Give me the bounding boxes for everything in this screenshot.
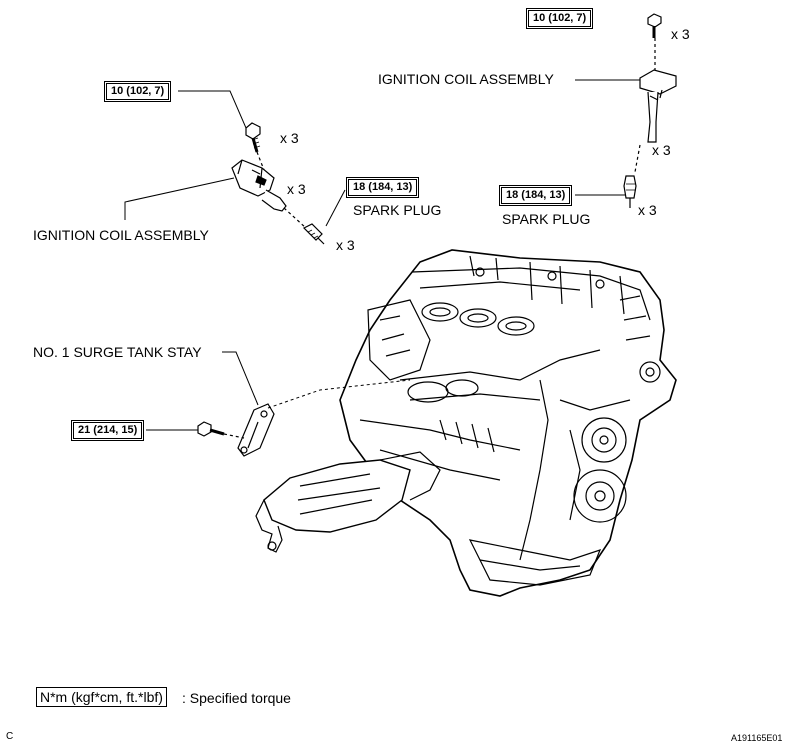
right-bolt-quantity: x 3: [671, 26, 690, 42]
left-coil-group: [124, 90, 346, 245]
left-bolt-quantity: x 3: [280, 130, 299, 146]
right-coil-group: [575, 13, 677, 208]
left-ignition-coil-icon: [231, 159, 287, 212]
stay-bolt-torque-spec: 21 (214, 15): [70, 420, 145, 441]
figure-id: A191165E01: [731, 733, 783, 743]
left-coil-bolt-icon: [245, 122, 261, 153]
right-ignition-coil-label: IGNITION COIL ASSEMBLY: [378, 71, 554, 87]
left-bolt-torque-spec: 10 (102, 7): [103, 81, 172, 102]
torque-legend-description: : Specified torque: [182, 690, 291, 706]
section-code: C: [6, 731, 14, 742]
right-coil-bolt-icon: [647, 13, 662, 38]
pulley-icons: [573, 361, 661, 523]
left-ignition-coil-label: IGNITION COIL ASSEMBLY: [33, 227, 209, 243]
right-plug-torque-spec: 18 (184, 13): [498, 185, 573, 206]
right-spark-plug-icon: [623, 175, 637, 208]
catalytic-converter-icon: [255, 451, 441, 553]
left-spark-plug-icon: [302, 223, 325, 245]
engine-block-icon: [267, 249, 677, 597]
stay-bolt-icon: [197, 421, 225, 437]
torque-unit-legend-box: N*m (kgf*cm, ft.*lbf): [36, 687, 167, 707]
right-spark-plug-label: SPARK PLUG: [502, 211, 591, 227]
left-plug-quantity: x 3: [336, 237, 355, 253]
intake-port-icons: [421, 302, 535, 336]
right-ignition-coil-icon: [639, 69, 677, 143]
surge-tank-stay-group: [146, 351, 275, 457]
right-plug-quantity: x 3: [638, 202, 657, 218]
left-spark-plug-label: SPARK PLUG: [353, 202, 442, 218]
right-bolt-torque-spec: 10 (102, 7): [525, 8, 594, 29]
right-coil-quantity: x 3: [652, 142, 671, 158]
surge-tank-stay-label: NO. 1 SURGE TANK STAY: [33, 344, 202, 360]
left-coil-quantity: x 3: [287, 181, 306, 197]
left-plug-torque-spec: 18 (184, 13): [345, 177, 420, 198]
surge-tank-stay-icon: [237, 403, 275, 457]
